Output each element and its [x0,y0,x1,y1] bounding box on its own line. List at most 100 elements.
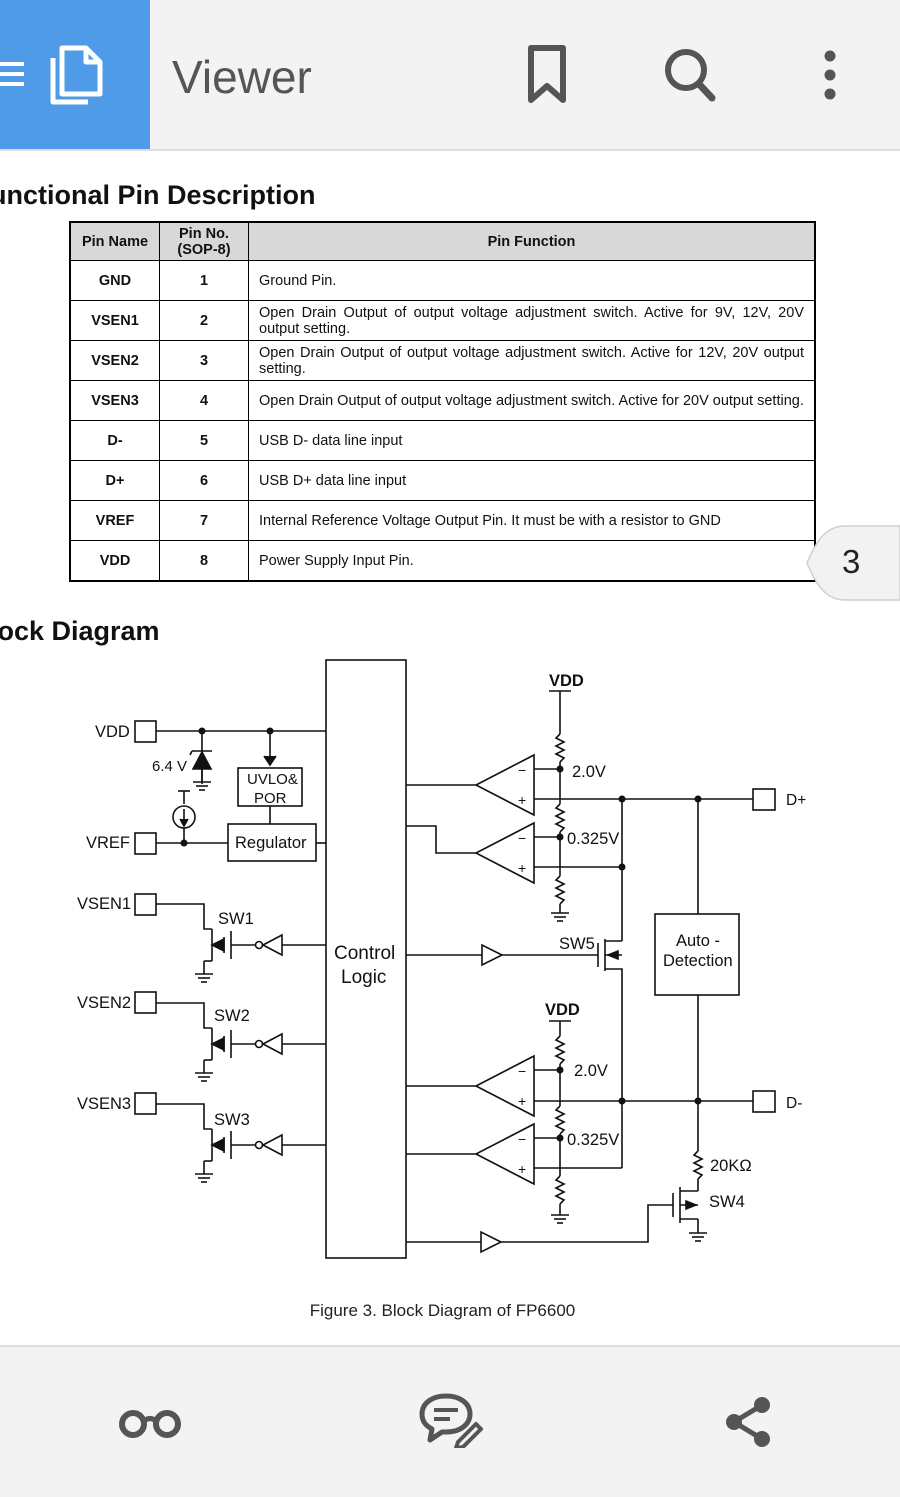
more-vertical-icon[interactable] [818,50,842,102]
bottom-toolbar [0,1345,900,1497]
vref-pin-box [134,832,157,855]
comparator-minus: − [518,830,526,846]
label-2v-upper: 2.0V [572,763,606,781]
pin-function: Open Drain Output of output voltage adju… [248,380,816,421]
menu-icon[interactable] [0,58,26,92]
pin-name: VSEN3 [69,380,160,421]
sw2-switch [156,1002,326,1082]
dminus-pin-box [752,1090,776,1113]
pin-number: 4 [159,380,249,421]
label-regulator: Regulator [235,834,307,852]
pin-number: 1 [159,260,249,301]
pin-function: Open Drain Output of output voltage adju… [248,300,816,341]
label-logic: Logic [341,967,386,988]
pin-function: Ground Pin. [248,260,816,301]
pin-name: D- [69,420,160,461]
page-number-chip[interactable] [805,525,900,601]
nav-panel-button[interactable] [0,0,150,149]
label-zener: 6.4 V [152,758,187,775]
section-title-block-diagram: lock Diagram [0,616,160,646]
label-sw3: SW3 [214,1111,250,1129]
comparator-plus: + [518,1161,526,1177]
pin-number: 2 [159,300,249,341]
label-vsen2-pin: VSEN2 [77,994,131,1012]
top-toolbar: Viewer [0,0,900,151]
pin-function: Open Drain Output of output voltage adju… [248,340,816,381]
label-sw2: SW2 [214,1007,250,1025]
vdd-pin-box [134,720,157,743]
pin-name: VSEN1 [69,300,160,341]
label-por: POR [254,790,287,807]
pin-number: 3 [159,340,249,381]
comparator-group-dminus [406,1020,753,1224]
table-header-row: Pin Name Pin No. (SOP-8) Pin Function [69,221,816,261]
label-0325v-lower: 0.325V [567,1131,619,1149]
auto-detection-block [654,913,740,996]
label-control: Control [334,943,395,964]
pin-number: 6 [159,460,249,501]
vsen2-pin-box [134,991,157,1014]
share-icon[interactable] [722,1395,774,1449]
pin-name: VREF [69,500,160,541]
block-diagram: VDD 6.4 V UVLO& POR Regulator VREF VSEN1… [77,659,806,1259]
sw5-switch [406,939,623,1101]
label-20k: 20KΩ [710,1157,752,1175]
comparator-minus: − [518,762,526,778]
label-sw4: SW4 [709,1193,745,1211]
document-icon [50,45,103,105]
comparator-group-dplus [406,690,753,941]
header-pin-function: Pin Function [248,221,816,261]
bookmark-icon[interactable] [526,44,568,106]
reading-glasses-icon[interactable] [118,1407,182,1439]
header-pin-name: Pin Name [69,221,160,261]
pin-function: Internal Reference Voltage Output Pin. I… [248,500,816,541]
label-vdd-mid: VDD [545,1001,580,1019]
document-page[interactable]: unctional Pin Description Pin Name Pin N… [0,151,900,1345]
sw1-switch [156,903,326,983]
search-icon[interactable] [662,44,718,104]
pin-name: VSEN2 [69,340,160,381]
pin-name: VDD [69,540,160,582]
label-vdd-pin: VDD [95,723,130,741]
label-auto: Auto - [676,932,720,950]
label-vsen1-pin: VSEN1 [77,895,131,913]
pin-number: 8 [159,540,249,582]
page-number: 3 [842,543,861,580]
comparator-plus: + [518,1093,526,1109]
pin-function: USB D+ data line input [248,460,816,501]
label-0325v-upper: 0.325V [567,830,619,848]
junction-dots [180,727,702,1142]
label-vsen3-pin: VSEN3 [77,1095,131,1113]
pin-name: D+ [69,460,160,501]
label-vdd-top: VDD [549,672,584,690]
section-title-pin-description: unctional Pin Description [0,180,316,210]
comparator-plus: + [518,792,526,808]
pin-function: Power Supply Input Pin. [248,540,816,582]
label-sw1: SW1 [218,910,254,928]
dplus-pin-box [752,788,776,811]
label-uvlo: UVLO& [247,771,298,788]
label-2v-lower: 2.0V [574,1062,608,1080]
label-vref-pin: VREF [86,834,130,852]
header-pin-no: Pin No. (SOP-8) [159,221,249,261]
label-dplus-pin: D+ [786,792,806,809]
sw3-switch [156,1103,326,1183]
pin-description-table: Pin Name Pin No. (SOP-8) Pin Function GN… [69,221,816,582]
comment-edit-icon[interactable] [418,1392,484,1448]
control-logic-block [325,659,407,1259]
app-title: Viewer [172,51,312,103]
pin-number: 5 [159,420,249,461]
vsen3-pin-box [134,1092,157,1115]
vsen1-pin-box [134,893,157,916]
pin-name: GND [69,260,160,301]
figure-caption: Figure 3. Block Diagram of FP6600 [309,1301,576,1320]
pin-number: 7 [159,500,249,541]
